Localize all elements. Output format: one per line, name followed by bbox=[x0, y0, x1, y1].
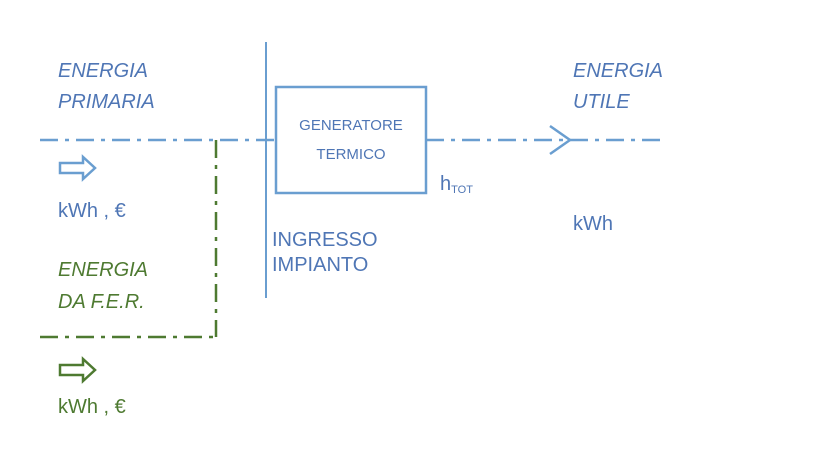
generator-label-line2: TERMICO bbox=[316, 146, 386, 163]
primary-arrow-icon bbox=[58, 154, 97, 182]
useful-energy-title-line1: ENERGIA bbox=[573, 60, 664, 82]
useful-arrow-chevron-icon bbox=[549, 124, 573, 156]
useful-energy-units: kWh bbox=[573, 213, 613, 235]
fer-energy-title-line2: DA F.E.R. bbox=[58, 291, 145, 313]
inlet-label-line1: INGRESSO bbox=[272, 229, 378, 251]
fer-arrow-icon bbox=[58, 356, 97, 384]
generator-label-line1: GENERATORE bbox=[299, 117, 403, 134]
primary-energy-title-line2: PRIMARIA bbox=[58, 91, 155, 113]
efficiency-label: hTOT bbox=[440, 174, 473, 196]
inlet-label-line2: IMPIANTO bbox=[272, 254, 369, 276]
generator-box bbox=[274, 85, 428, 195]
fer-energy-units: kWh , € bbox=[58, 396, 126, 418]
primary-energy-units: kWh , € bbox=[58, 200, 126, 222]
primary-energy-title-line1: ENERGIA bbox=[58, 60, 149, 82]
efficiency-subscript: TOT bbox=[451, 184, 473, 196]
useful-energy-title-line2: UTILE bbox=[573, 91, 630, 113]
fer-energy-title-line1: ENERGIA bbox=[58, 259, 149, 281]
efficiency-symbol: h bbox=[440, 173, 452, 195]
